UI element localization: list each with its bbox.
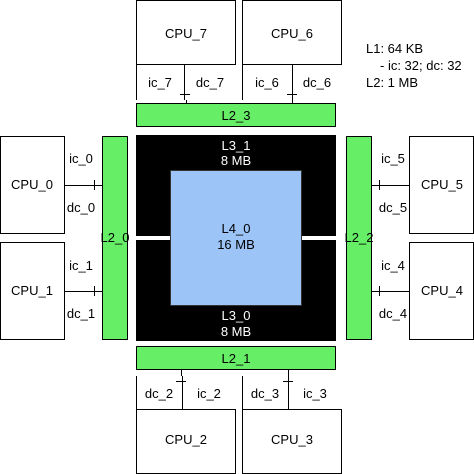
cpu-1-label: CPU_1 xyxy=(11,283,53,298)
ic-3-label: ic_3 xyxy=(303,386,327,401)
l4-size: 16 MB xyxy=(217,237,255,252)
dc-3-label: dc_3 xyxy=(250,386,280,401)
cpu-7-port xyxy=(180,94,190,95)
cpu-3-port xyxy=(283,381,293,382)
l2-1-label: L2_1 xyxy=(221,351,251,366)
legend-l2: L2: 1 MB xyxy=(366,75,419,90)
ic-7-cache xyxy=(136,64,184,100)
cpu-4-port xyxy=(379,286,380,296)
wire-cpu5-l2-2 xyxy=(372,185,374,186)
cpu-0-port xyxy=(94,180,95,190)
legend-l1-detail: - ic: 32; dc: 32 xyxy=(380,58,462,73)
l3-1-label: L3_1 xyxy=(221,138,251,153)
dc-0-label: dc_0 xyxy=(66,200,96,215)
l2-3-cache xyxy=(136,103,336,127)
ic-4-cache xyxy=(374,242,410,291)
ic-6-cache xyxy=(242,64,292,100)
ic-5-label: ic_5 xyxy=(381,151,405,166)
cpu-7-label: CPU_7 xyxy=(165,26,207,41)
ic-0-cache xyxy=(64,136,100,185)
ic-6-label: ic_6 xyxy=(255,75,279,90)
l3-0-size: 8 MB xyxy=(220,324,252,339)
ic-4-label: ic_4 xyxy=(381,258,405,273)
dc-2-label: dc_2 xyxy=(144,386,174,401)
l3-1-size: 8 MB xyxy=(220,153,252,168)
dc-7-label: dc_7 xyxy=(195,75,225,90)
dc-3-cache xyxy=(242,376,288,410)
cpu-5-label: CPU_5 xyxy=(421,177,463,192)
cpu-3-label: CPU_3 xyxy=(271,432,313,447)
ic-3-cache xyxy=(288,376,342,410)
wire-l2-1-cpu3 xyxy=(288,370,289,376)
cpu-6-label: CPU_6 xyxy=(271,26,313,41)
l2-0-cache xyxy=(102,136,128,340)
cpu-0-label: CPU_0 xyxy=(11,177,53,192)
dc-6-label: dc_6 xyxy=(302,75,332,90)
ic-2-cache xyxy=(182,376,236,410)
dc-0-cache xyxy=(64,185,100,234)
l3-0-label: L3_0 xyxy=(221,308,251,323)
cpu-5-port xyxy=(379,180,380,190)
wire-cpu6-l2-3 xyxy=(292,100,293,104)
cpu-2-port xyxy=(176,381,186,382)
ic-2-label: ic_2 xyxy=(197,386,221,401)
dc-5-cache xyxy=(374,185,410,234)
wire-cpu0-l2-0 xyxy=(100,185,102,186)
wire-l2-1-cpu2 xyxy=(181,370,182,376)
cpu-2-label: CPU_2 xyxy=(165,432,207,447)
ic-5-cache xyxy=(374,136,410,185)
l2-3-label: L2_3 xyxy=(221,108,251,123)
cpu-1-port xyxy=(94,286,95,296)
l2-2-label: L2_2 xyxy=(344,230,374,245)
wire-cpu1-l2-0 xyxy=(100,291,102,292)
wire-cpu4-l2-2 xyxy=(372,291,374,292)
ic-1-label: ic_1 xyxy=(69,258,93,273)
dc-4-label: dc_4 xyxy=(378,306,408,321)
l4-label: L4_0 xyxy=(221,221,251,236)
ic-7-label: ic_7 xyxy=(148,75,172,90)
dc-7-cache xyxy=(184,64,236,100)
l4-cache xyxy=(170,170,302,306)
dc-1-label: dc_1 xyxy=(66,306,96,321)
dc-2-cache xyxy=(136,376,182,410)
l2-0-label: L2_0 xyxy=(100,230,130,245)
connector-l2-0-l4 xyxy=(128,236,170,240)
dc-5-label: dc_5 xyxy=(378,200,408,215)
wire-cpu7-l2-3 xyxy=(186,100,187,104)
l2-1-cache xyxy=(136,346,336,370)
connector-l2-2-l4 xyxy=(302,236,346,240)
l2-2-cache xyxy=(346,136,372,340)
cpu-4-label: CPU_4 xyxy=(421,283,463,298)
dc-4-cache xyxy=(374,291,410,340)
legend-l1: L1: 64 KB xyxy=(366,41,424,56)
ic-1-cache xyxy=(64,242,100,291)
cpu-6-port xyxy=(287,94,297,95)
dc-1-cache xyxy=(64,291,100,340)
ic-0-label: ic_0 xyxy=(69,151,93,166)
dc-6-cache xyxy=(292,64,342,100)
